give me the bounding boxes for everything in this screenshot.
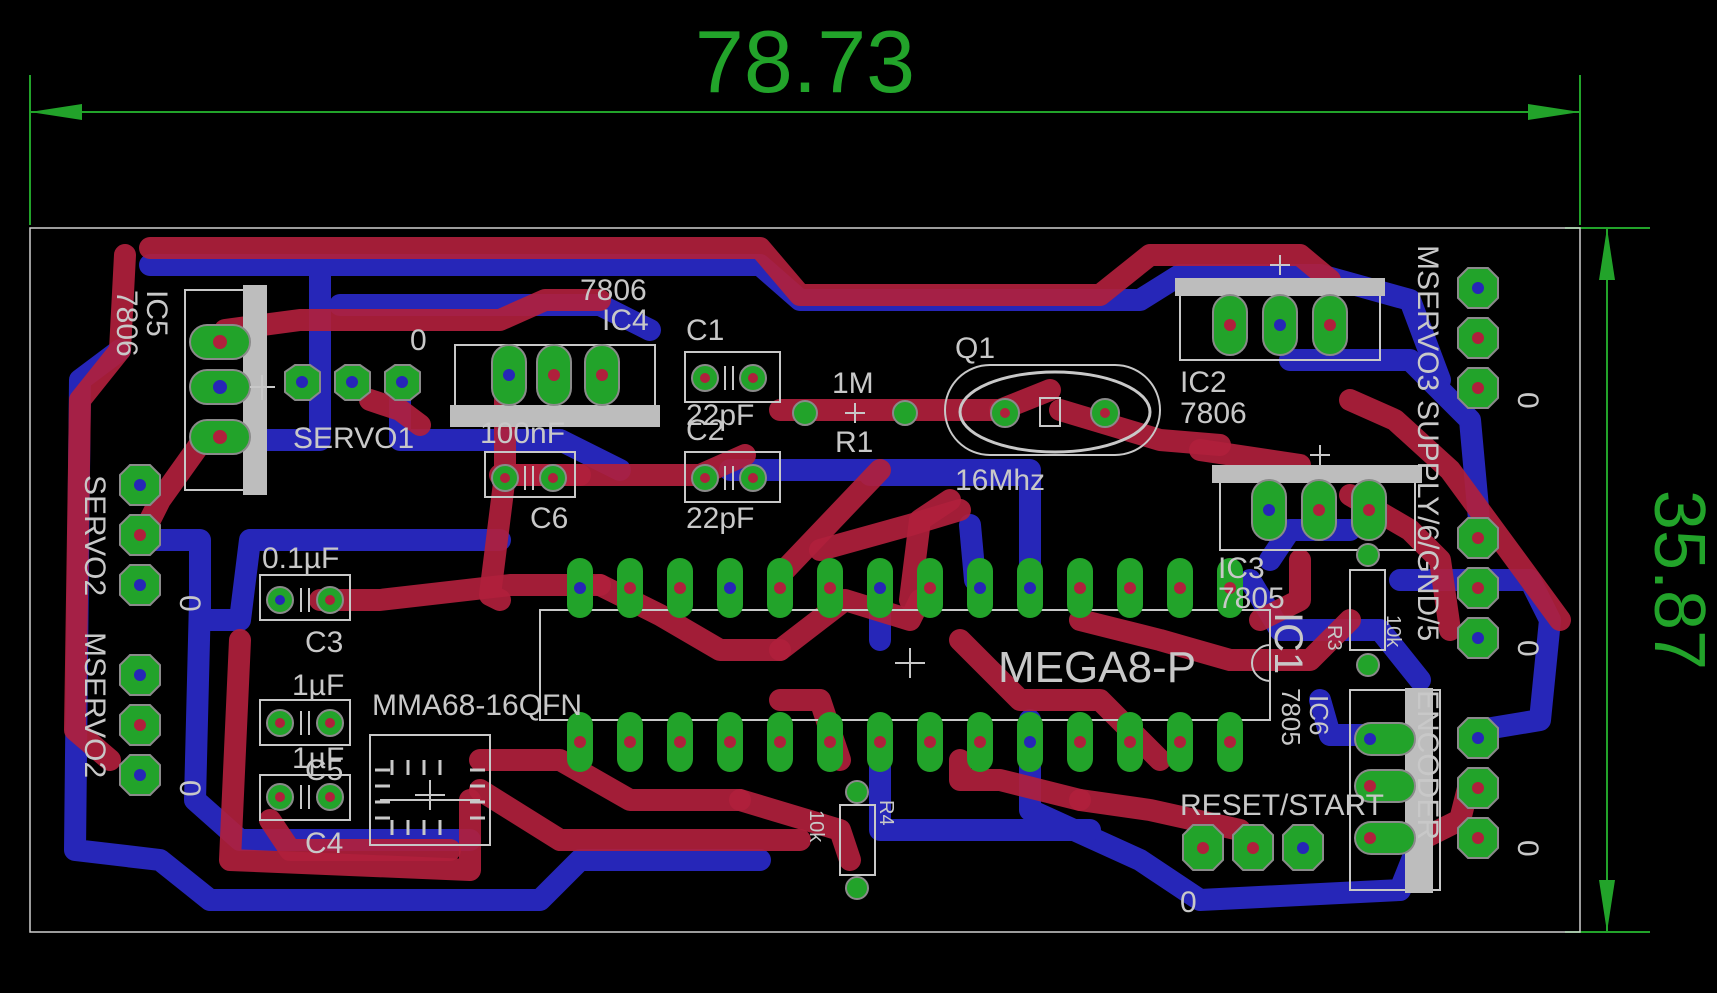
capacitor-symbols — [300, 366, 734, 809]
r3-value-label: 10k — [1382, 615, 1404, 648]
c2-value-label: 22pF — [686, 502, 754, 535]
encoder-zero-label: 0 — [1511, 840, 1544, 857]
mega8-pin-drill — [574, 582, 586, 594]
supply-label: SUPPLY/6/GND/5 — [1411, 400, 1444, 641]
mega8-pin-drill — [724, 582, 736, 594]
mma-label: MMA68-16QFN — [372, 689, 582, 722]
mega8-pin-drill — [924, 736, 936, 748]
mega8-pin-drill — [1024, 736, 1036, 748]
c6-value-label: 100nF — [480, 417, 565, 450]
servo2-label: SERVO2 — [78, 475, 111, 596]
r1-name-label: R1 — [835, 426, 873, 459]
mega8-pin-drill — [1174, 582, 1186, 594]
c4-value-label: 1µF — [292, 742, 344, 775]
c2-name-label: C2 — [686, 414, 724, 447]
servo1-label: SERVO1 — [293, 422, 414, 455]
mega8-pin-drill — [774, 736, 786, 748]
drill-holes — [134, 282, 1484, 854]
ic4-name-label: IC4 — [602, 304, 649, 337]
mega8-pin-drill — [1074, 582, 1086, 594]
mega8-pin-drill — [974, 582, 986, 594]
ic2-value-label: 7806 — [1180, 397, 1247, 430]
width-dimension-label: 78.73 — [695, 12, 915, 111]
heatsink-tabs — [243, 278, 1433, 893]
c4-name-label: C4 — [305, 827, 343, 860]
q1-name-label: Q1 — [955, 332, 995, 365]
mega8-pin-drill — [674, 736, 686, 748]
mservo2-zero-label: 0 — [173, 780, 206, 797]
mega8-pin-drill — [774, 582, 786, 594]
c3-name-label: C3 — [305, 626, 343, 659]
mega8-pin-drill — [974, 736, 986, 748]
ic5-name-label: IC5 — [140, 290, 173, 337]
height-dimension-label: 35.87 — [1639, 490, 1717, 670]
mega8-pin-drill — [574, 736, 586, 748]
mega8-pin-drill — [824, 582, 836, 594]
component-labels: IC5 7806 SERVO1 0 7806 IC4 C1 22pF C2 22… — [78, 245, 1544, 919]
ic3-name-label: IC3 — [1218, 552, 1265, 585]
c6-name-label: C6 — [530, 502, 568, 535]
mega8-pin-drill — [674, 582, 686, 594]
r3-name-label: R3 — [1323, 625, 1345, 651]
mega8-pin-drill — [1124, 582, 1136, 594]
r4-value-label: 10k — [805, 810, 827, 843]
mega8-pin-drill — [1224, 582, 1236, 594]
ic6-name-label: IC6 — [1304, 695, 1334, 735]
mservo3-label: MSERVO3 — [1411, 245, 1444, 391]
ic5-value-label: 7806 — [110, 290, 143, 357]
q1-value-label: 16Mhz — [955, 464, 1045, 497]
encoder-label: ENCODER — [1411, 690, 1444, 840]
ic1-name-label: IC1 — [1266, 612, 1310, 674]
servo2-zero-label: 0 — [173, 595, 206, 612]
c1-value-label: 22pF — [686, 399, 754, 432]
board-outline — [29, 227, 1581, 933]
mega8-pin-drill — [624, 736, 636, 748]
origin-crosses — [250, 255, 1330, 810]
r1-value-label: 1M — [832, 367, 874, 400]
c5-value-label: 1µF — [292, 669, 344, 702]
crystal-outline — [958, 370, 1152, 454]
reset-start-zero-label: 0 — [1180, 886, 1197, 919]
ic4-value-label: 7806 — [580, 274, 647, 307]
ic2-name-label: IC2 — [1180, 366, 1227, 399]
mservo2-label: MSERVO2 — [78, 632, 111, 778]
mega8-pins — [567, 558, 1243, 772]
mega8-pin-drill — [924, 582, 936, 594]
c5-name-label: C5 — [305, 754, 343, 787]
mservo3-zero-label: 0 — [1511, 392, 1544, 409]
c3-value-label: 0.1µF — [262, 542, 339, 575]
r4-name-label: R4 — [875, 800, 897, 826]
mega8-pin-drill — [874, 582, 886, 594]
supply-zero-label: 0 — [1511, 640, 1544, 657]
mega8-pin-drill — [624, 582, 636, 594]
ic3-value-label: 7805 — [1218, 582, 1285, 615]
mega8-pin-drill — [1174, 736, 1186, 748]
ic6-value-label: 7805 — [1276, 688, 1306, 746]
servo1-zero-label: 0 — [410, 324, 427, 357]
qfn-package — [375, 760, 485, 835]
mega8-pin-drill — [1224, 736, 1236, 748]
mega8-pin-drill — [874, 736, 886, 748]
reset-start-label: RESET/START — [1180, 789, 1384, 822]
mega8-pin-drill — [1124, 736, 1136, 748]
mega8-pin-drill — [1024, 582, 1036, 594]
c1-name-label: C1 — [686, 314, 724, 347]
crystal-body — [1039, 397, 1061, 427]
mega8-pin-drill — [1074, 736, 1086, 748]
mega8-pin-drill — [724, 736, 736, 748]
mega8-label: MEGA8-P — [998, 643, 1196, 692]
mega8-pin-drill — [824, 736, 836, 748]
